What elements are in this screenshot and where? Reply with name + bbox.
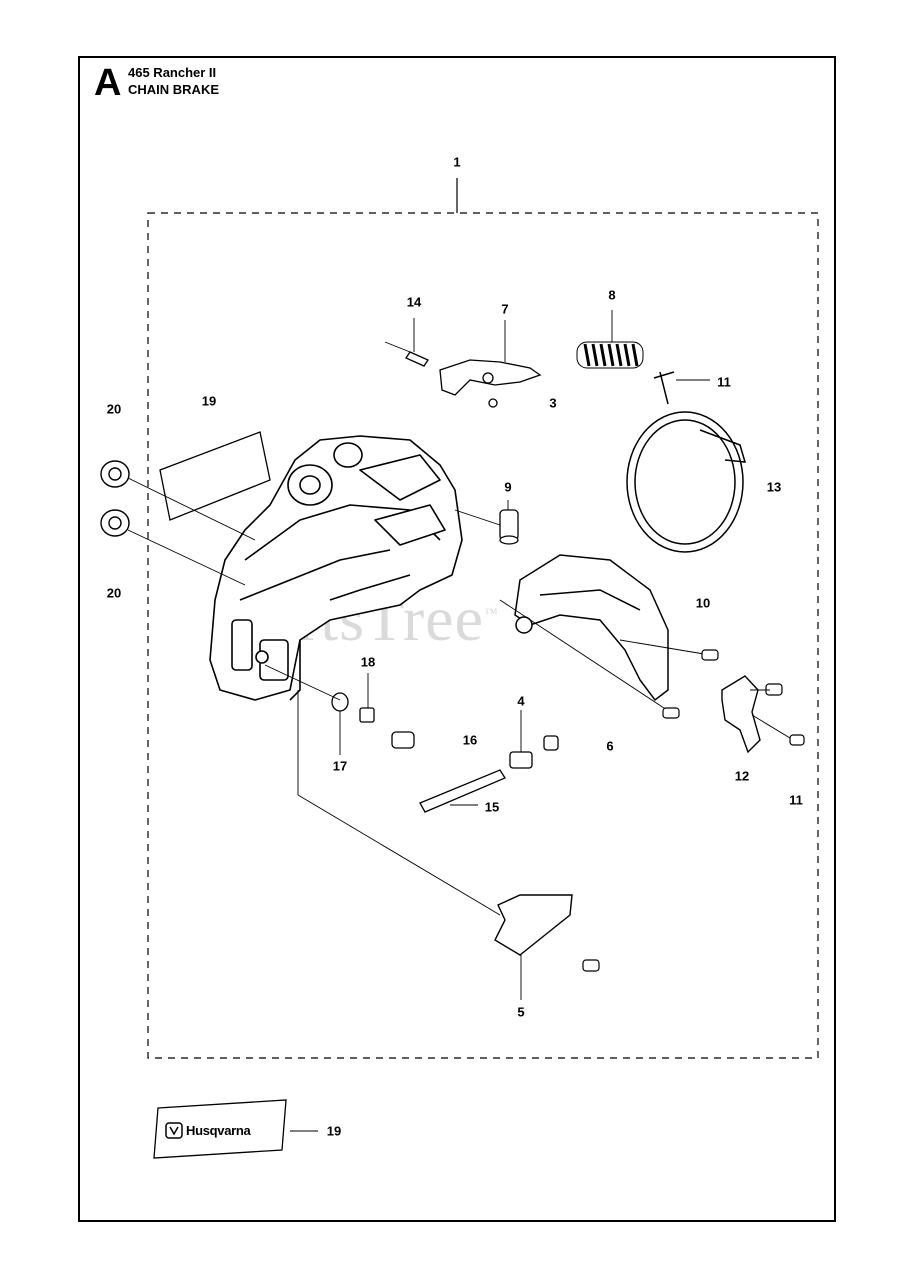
leader-14 (384, 341, 411, 353)
leader-20b (127, 529, 246, 586)
callout-6: 6 (606, 738, 614, 754)
diagram-title: CHAIN BRAKE (128, 82, 219, 97)
callout-8: 8 (608, 287, 616, 303)
callout-11-top: 11 (717, 374, 731, 390)
husqvarna-crown-icon (165, 1122, 183, 1139)
callout-20-top: 20 (106, 401, 122, 417)
logo-decal-outline (153, 1099, 287, 1159)
bushing-part (499, 509, 519, 545)
shaft-part (419, 735, 559, 813)
callout-11-bottom: 11 (789, 792, 803, 808)
spacer-parts (100, 460, 130, 537)
callout-19-decal: 19 (326, 1123, 342, 1139)
callout-18: 18 (360, 654, 376, 670)
brake-lever-part (405, 351, 542, 408)
front-cover-part (514, 554, 669, 702)
callout-19: 19 (201, 393, 217, 409)
callout-16: 16 (462, 732, 478, 748)
callout-13: 13 (766, 479, 782, 495)
callout-10: 10 (695, 595, 711, 611)
brake-band-part (626, 371, 747, 553)
callout-4: 4 (517, 693, 525, 709)
husqvarna-logo-text: Husqvarna (186, 1123, 251, 1138)
leader-20a (127, 477, 256, 541)
callout-1: 1 (453, 154, 461, 170)
housing-part (209, 435, 463, 701)
section-letter: A (94, 62, 122, 104)
spring-part (576, 341, 644, 369)
callout-15: 15 (484, 799, 500, 815)
leader-10 (499, 599, 671, 713)
watermark-trademark: ™ (483, 606, 499, 622)
callout-20-bottom: 20 (106, 585, 122, 601)
hardware-parts (331, 692, 415, 749)
bracket-part (721, 675, 761, 754)
decal-part (159, 431, 271, 521)
callout-12: 12 (734, 768, 750, 784)
model-name: 465 Rancher II (128, 65, 217, 80)
callout-5: 5 (517, 1004, 525, 1020)
callout-9: 9 (504, 479, 512, 495)
page-frame (78, 56, 836, 1222)
assembly-boundary (147, 212, 819, 1059)
callout-3: 3 (549, 395, 557, 411)
callout-7: 7 (501, 301, 509, 317)
chain-guard-part (494, 894, 573, 956)
callout-14: 14 (406, 294, 422, 310)
screw-parts (582, 649, 805, 972)
callout-17: 17 (332, 758, 348, 774)
